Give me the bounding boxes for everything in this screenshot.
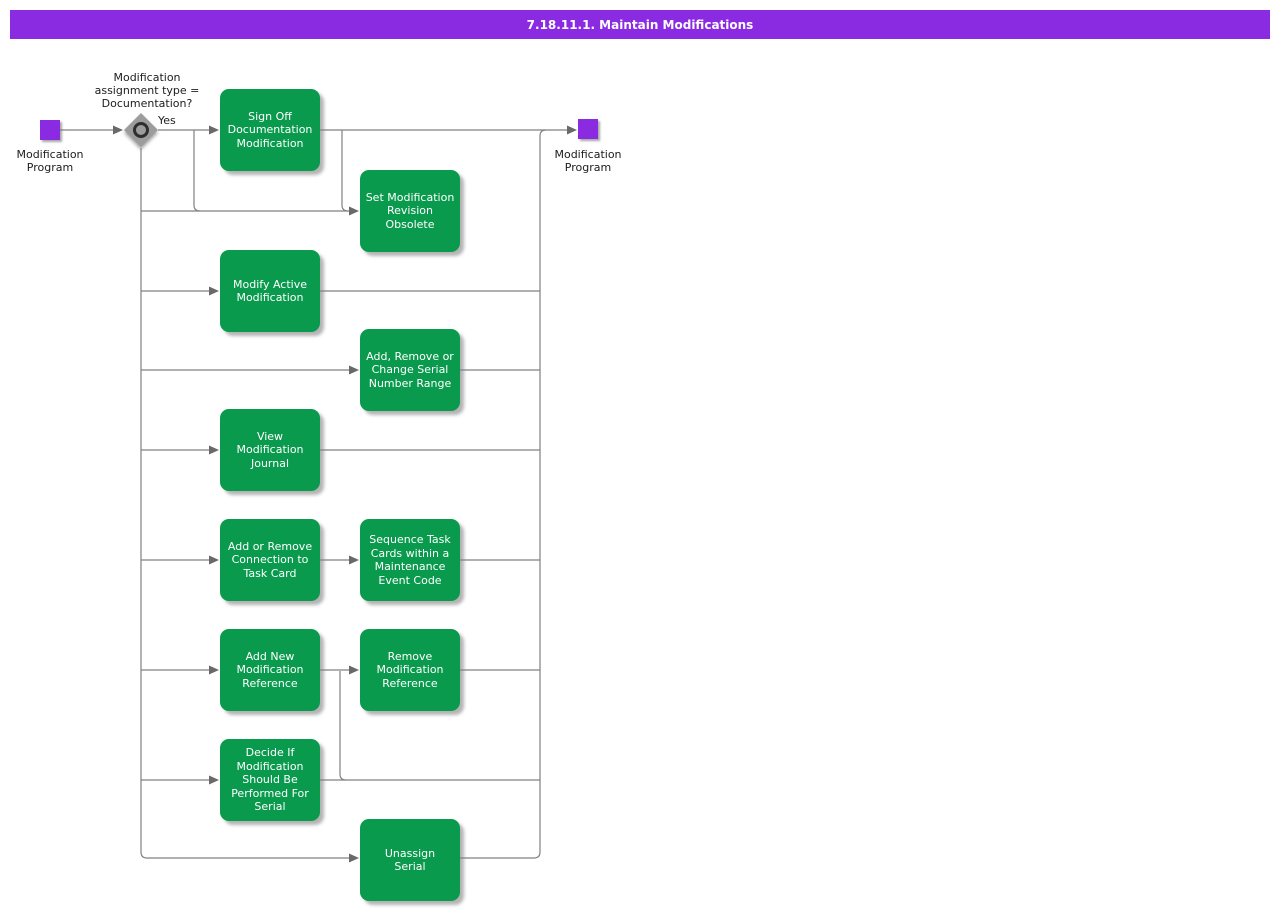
activity-sign-off-documentation-modification[interactable]: Sign Off Documentation Modification — [220, 89, 320, 171]
activity-add-or-remove-connection-to-task-card[interactable]: Add or Remove Connection to Task Card — [220, 519, 320, 601]
end-node[interactable] — [578, 119, 598, 139]
start-node[interactable] — [40, 120, 60, 140]
title-bar: 7.18.11.1. Maintain Modifications — [10, 10, 1270, 39]
activity-view-modification-journal[interactable]: View Modification Journal — [220, 409, 320, 491]
activity-unassign-serial[interactable]: Unassign Serial — [360, 819, 460, 901]
activity-add-new-modification-reference[interactable]: Add New Modification Reference — [220, 629, 320, 711]
activity-decide-if-modification-should-be-performed-for-serial[interactable]: Decide If Modification Should Be Perform… — [220, 739, 320, 821]
activity-sequence-task-cards-within-a-maintenance-event-code[interactable]: Sequence Task Cards within a Maintenance… — [360, 519, 460, 601]
decision-circle-icon — [133, 122, 149, 138]
page-title: 7.18.11.1. Maintain Modifications — [526, 17, 754, 32]
activity-add-remove-or-change-serial-number-range[interactable]: Add, Remove or Change Serial Number Rang… — [360, 329, 460, 411]
activity-modify-active-modification[interactable]: Modify Active Modification — [220, 250, 320, 332]
decision-question: Modification assignment type = Documenta… — [94, 71, 200, 110]
yes-branch-label: Yes — [158, 114, 176, 127]
end-node-label: Modification Program — [554, 148, 622, 174]
start-node-label: Modification Program — [16, 148, 84, 174]
activity-set-modification-revision-obsolete[interactable]: Set Modification Revision Obsolete — [360, 170, 460, 252]
activity-remove-modification-reference[interactable]: Remove Modification Reference — [360, 629, 460, 711]
